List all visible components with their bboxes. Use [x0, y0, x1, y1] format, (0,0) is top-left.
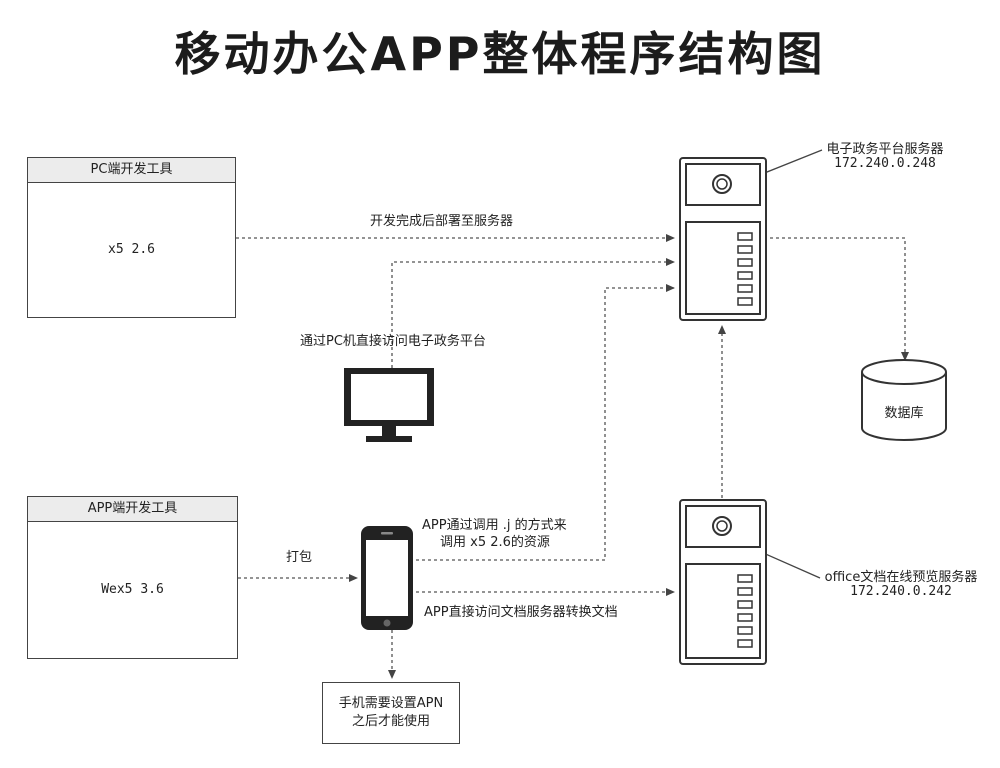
phone-icon: [361, 526, 413, 630]
edge-pc-access: [391, 258, 675, 368]
gov-server-name: 电子政务平台服务器: [826, 142, 944, 157]
edge-label-app-call-1: APP通过调用 .j 的方式来: [422, 518, 567, 533]
gov-server-ip: 172.240.0.248: [834, 156, 936, 171]
pc-dev-tool-header: PC端开发工具: [28, 158, 235, 183]
edge-label-package: 打包: [286, 550, 313, 565]
edge-label-app-doc: APP直接访问文档服务器转换文档: [424, 605, 618, 620]
database-icon: [861, 359, 947, 441]
edge-label-pc-access: 通过PC机直接访问电子政务平台: [300, 334, 486, 349]
app-dev-tool-header: APP端开发工具: [28, 497, 237, 522]
office-server-icon: [679, 499, 767, 665]
edge-label-deploy: 开发完成后部署至服务器: [370, 214, 514, 229]
monitor-icon: [344, 368, 434, 442]
pc-dev-tool-version: x5 2.6: [108, 242, 155, 257]
app-dev-tool-box: APP端开发工具 Wex5 3.6: [27, 496, 238, 659]
office-server-ip: 172.240.0.242: [850, 584, 952, 599]
edge-gov-to-db: [770, 237, 909, 361]
app-dev-tool-version: Wex5 3.6: [101, 582, 164, 597]
phone-apn-note-line2: 之后才能使用: [351, 714, 430, 729]
pc-dev-tool-box: PC端开发工具 x5 2.6: [27, 157, 236, 318]
phone-apn-note: 手机需要设置APN 之后才能使用: [322, 682, 460, 744]
database-label: 数据库: [884, 406, 924, 421]
edge-label-app-call-2: 调用 x5 2.6的资源: [440, 535, 550, 550]
edge-app-call: [416, 284, 675, 561]
phone-apn-note-line1: 手机需要设置APN: [338, 696, 444, 711]
page-title: 移动办公APP整体程序结构图: [174, 27, 826, 81]
gov-server-icon: [679, 157, 767, 321]
office-server-name: office文档在线预览服务器: [824, 570, 978, 585]
